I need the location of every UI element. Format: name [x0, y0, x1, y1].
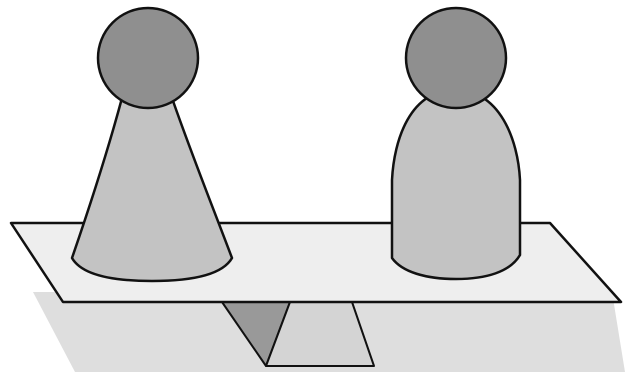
cone-figure-icon	[72, 8, 232, 281]
cone-figure-head	[98, 8, 198, 108]
cone-body	[72, 98, 232, 281]
rounded-figure-head	[406, 8, 506, 108]
rounded-body	[392, 90, 520, 279]
rounded-figure-icon	[392, 8, 520, 279]
